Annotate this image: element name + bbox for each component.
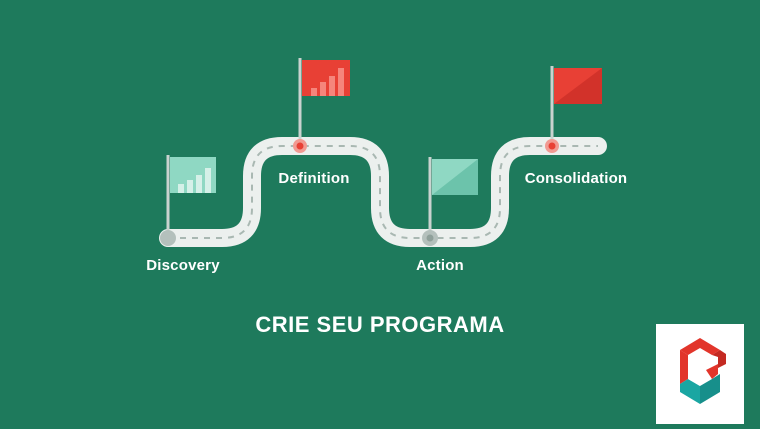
discovery-flag-icon <box>166 155 216 238</box>
stage-label-consolidation: Consolidation <box>524 170 628 187</box>
stage-label-discovery: Discovery <box>146 257 220 274</box>
road-path <box>159 137 607 247</box>
road-center-dashes <box>168 145 598 239</box>
discovery-marker <box>160 230 176 246</box>
page-title: CRIE SEU PROGRAMA <box>255 312 505 337</box>
definition-marker-dot <box>296 142 304 150</box>
consolidation-flag-icon <box>550 66 602 146</box>
action-flag-icon <box>428 157 478 238</box>
action-marker-dot <box>426 234 434 242</box>
definition-flag-icon <box>298 58 350 146</box>
brand-logo <box>656 324 744 424</box>
stage-label-action: Action <box>416 257 464 274</box>
consolidation-marker-dot <box>548 142 556 150</box>
hexagon-logo-icon <box>680 338 726 404</box>
stage-label-definition: Definition <box>278 170 350 187</box>
